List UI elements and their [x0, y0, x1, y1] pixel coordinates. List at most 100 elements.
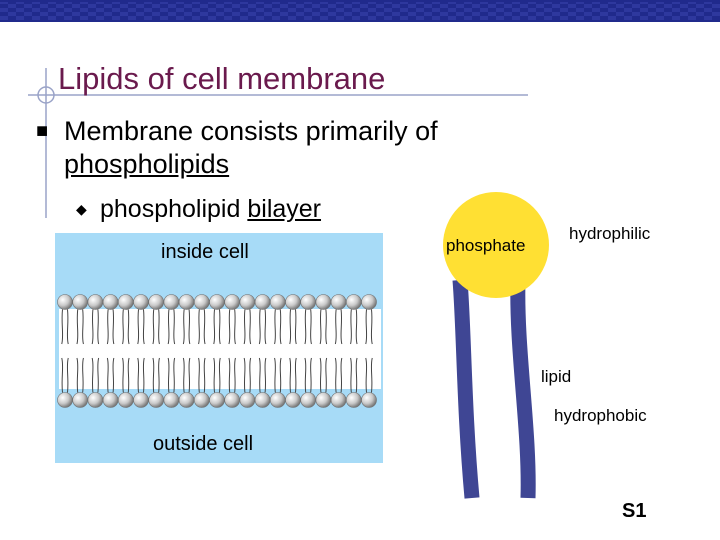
lipid-tail-line [279, 357, 282, 393]
lipid-tail-line [188, 309, 191, 345]
lipid-tail-line [203, 357, 206, 393]
lipid-tail-line [82, 309, 84, 345]
inner-leaflet-head [194, 294, 210, 310]
bilayer-diagram [55, 233, 383, 463]
outside-cell-label: outside cell [153, 433, 254, 455]
outer-leaflet-head [72, 392, 89, 408]
inner-leaflet-head [209, 294, 225, 310]
lipid-tail-line [137, 357, 140, 393]
inner-leaflet-head [148, 294, 164, 310]
lipid-label: lipid [541, 367, 572, 386]
lipid-tail-line [173, 309, 176, 345]
phosphate-heads [57, 294, 377, 408]
lipid-tail-line [158, 309, 160, 345]
inner-leaflet-head [118, 294, 134, 310]
lipid-tail-line [258, 357, 261, 393]
lipid-tail-line [319, 309, 322, 345]
lipid-tail-line [365, 309, 368, 345]
inner-leaflet-head [72, 294, 89, 310]
lipid-tail-line [289, 357, 292, 393]
inner-leaflet-head [57, 294, 73, 310]
inner-leaflet-head [102, 294, 119, 310]
outer-leaflet-head [361, 392, 377, 408]
lipid-tail-line [66, 357, 69, 393]
lipid-tail-line [61, 309, 64, 345]
lipid-tail-line [264, 309, 267, 345]
lipid-tail-line [274, 309, 276, 345]
phosphate-label: phosphate [446, 236, 526, 255]
lipid-tail-line [142, 357, 145, 393]
inner-leaflet-head [254, 294, 271, 310]
lipid-tail-line [310, 309, 312, 345]
inner-leaflet-head [285, 294, 301, 310]
bullet-text-main: Membrane consists primarily of [64, 116, 438, 146]
lipid-tail-right [510, 279, 536, 499]
lipid-tail-line [365, 357, 368, 393]
outer-leaflet-head [194, 392, 210, 408]
lipid-tail-line [334, 309, 337, 345]
lipid-tail-line [234, 357, 236, 393]
lipid-tail-line [370, 357, 373, 393]
inner-leaflet-head [224, 294, 240, 310]
lipid-tail-line [319, 357, 322, 393]
lipid-tail-line [137, 309, 140, 345]
lipid-tail-line [158, 357, 160, 393]
lipid-tail-line [249, 309, 252, 345]
outer-leaflet-head [87, 392, 104, 408]
inside-cell-label: inside cell [161, 241, 249, 263]
lipid-tail-line [122, 357, 124, 393]
lipid-tail-line [258, 309, 261, 345]
lipid-tail-line [274, 357, 276, 393]
lipid-tails [61, 309, 373, 393]
outer-leaflet-head [224, 392, 240, 408]
slide-title: Lipids of cell membrane [58, 61, 386, 96]
lipid-tail-line [76, 357, 79, 393]
outer-leaflet-head [254, 392, 271, 408]
inner-leaflet-head [163, 294, 180, 310]
outer-leaflet-head [209, 392, 225, 408]
inner-leaflet-head [178, 294, 195, 310]
lipid-tail-line [325, 309, 328, 345]
lipid-tail-line [228, 357, 231, 393]
lipid-tail-line [127, 309, 130, 345]
lipid-tail-line [61, 357, 64, 393]
diamond-bullet-icon: ◆ [76, 201, 87, 217]
outer-leaflet-head [57, 392, 73, 408]
lipid-tail-line [294, 357, 297, 393]
lipid-tail-line [218, 357, 221, 393]
outer-leaflet-head [102, 392, 119, 408]
lipid-tail-line [167, 309, 170, 345]
outer-leaflet-head [118, 392, 134, 408]
phospholipid-diagram [443, 192, 549, 499]
inner-leaflet-head [330, 294, 347, 310]
lipid-tail-line [325, 357, 328, 393]
lipid-tail-line [289, 309, 292, 345]
lipid-tail-line [218, 309, 221, 345]
outer-leaflet-head [270, 392, 286, 408]
lipid-tail-line [243, 357, 246, 393]
inner-leaflet-head [361, 294, 377, 310]
outer-leaflet-head [163, 392, 180, 408]
lipid-tail-line [228, 309, 231, 345]
lipid-tail-line [76, 309, 79, 345]
lipid-tail-line [173, 357, 176, 393]
lipid-tail-line [142, 309, 145, 345]
sub-bullet-bilayer: ◆phospholipid bilayer [76, 195, 321, 224]
lipid-tail-line [152, 357, 155, 393]
outer-leaflet-head [178, 392, 195, 408]
outer-leaflet-head [239, 392, 256, 408]
lipid-tail-line [203, 309, 206, 345]
lipid-tail-line [182, 309, 185, 345]
bullet-text: Membrane consists primarily of phospholi… [64, 115, 566, 181]
title-decoration [28, 68, 528, 218]
lipid-tail-line [167, 357, 170, 393]
slide-number: S1 [622, 500, 647, 522]
lipid-tail-line [350, 309, 352, 345]
lipid-tail-line [243, 309, 246, 345]
outer-leaflet-head [315, 392, 332, 408]
lipid-tail-left [452, 279, 480, 499]
inner-leaflet-head [300, 294, 316, 310]
lipid-tail-line [350, 357, 352, 393]
outer-leaflet-head [285, 392, 301, 408]
lipid-tail-line [112, 357, 115, 393]
